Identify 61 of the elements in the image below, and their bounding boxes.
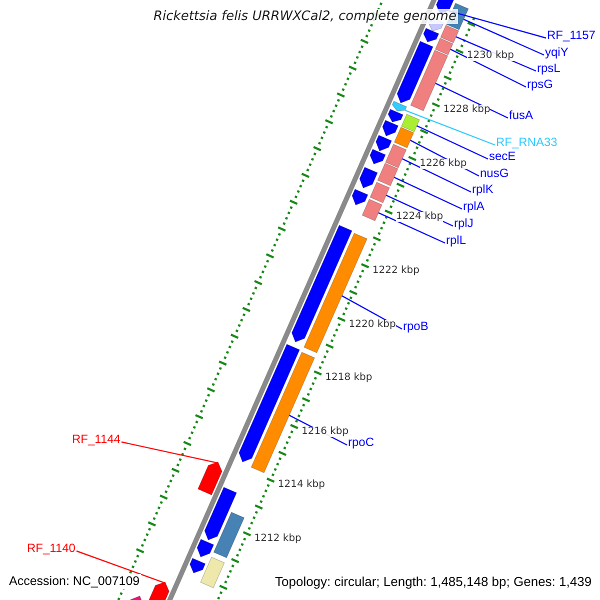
leader-line xyxy=(416,125,488,160)
gene-feature xyxy=(388,108,404,122)
gene-feature xyxy=(423,28,440,42)
gene-block xyxy=(401,114,420,132)
gene-feature xyxy=(204,486,237,540)
gene-label: RF_1140 xyxy=(27,542,76,554)
gene-label: rpsL xyxy=(537,62,560,74)
leader-line xyxy=(121,441,218,464)
gene-block xyxy=(434,38,454,56)
gene-label: RF_1144 xyxy=(72,433,120,445)
gene-feature xyxy=(238,344,300,462)
leader-line xyxy=(378,212,446,244)
position-label: 1214 kbp xyxy=(278,480,326,490)
gene-label: RF_RNA33 xyxy=(496,136,558,148)
gene-label: rpoC xyxy=(348,436,374,448)
gene-label: rpsG xyxy=(527,78,554,90)
gene-label: secE xyxy=(489,150,516,162)
gene-feature xyxy=(190,558,206,574)
gene-label: fusA xyxy=(509,109,534,121)
gene-feature xyxy=(392,100,407,112)
gene-label: rplL xyxy=(446,234,466,246)
position-label: 1216 kbp xyxy=(302,426,349,437)
leader-line xyxy=(450,48,526,88)
leader-line xyxy=(404,110,496,146)
position-label: 1224 kbp xyxy=(396,212,444,222)
accession-text: Accession: NC_007109 xyxy=(8,574,141,588)
leader-line xyxy=(463,18,544,56)
gene-feature xyxy=(396,40,434,104)
position-label: 1218 kbp xyxy=(325,373,372,384)
gene-label: RF_1157 xyxy=(547,29,596,41)
genome-summary-text: Topology: circular; Length: 1,485,148 bp; Genes: 1,439 xyxy=(274,574,593,589)
position-label: 1228 kbp xyxy=(443,105,490,116)
gene-feature xyxy=(198,462,222,496)
gene-block xyxy=(370,182,390,204)
gene-label: rpoB xyxy=(403,320,428,332)
gene-label: rplA xyxy=(463,200,484,212)
gene-feature xyxy=(352,188,368,206)
gene-block xyxy=(377,162,398,186)
map-title: Rickettsia felis URRWXCal2, complete genome xyxy=(152,9,458,24)
gene-block xyxy=(394,126,414,148)
gene-feature xyxy=(382,120,399,136)
position-label: 1222 kbp xyxy=(372,266,420,276)
gene-block xyxy=(362,198,382,222)
leader-line xyxy=(402,158,472,193)
position-label: 1212 kbp xyxy=(254,534,302,544)
gene-label: yqiY xyxy=(545,46,568,58)
gene-block xyxy=(200,556,225,588)
position-label: 1220 kbp xyxy=(348,320,396,330)
gene-feature xyxy=(359,166,378,188)
gene-label: rplJ xyxy=(454,217,474,229)
gene-label: rplK xyxy=(472,183,494,195)
gene-feature xyxy=(370,148,386,164)
gene-block xyxy=(385,144,407,168)
gene-block xyxy=(213,512,245,558)
position-label: 1230 kbp xyxy=(466,51,514,62)
gene-label: nusG xyxy=(480,167,509,179)
position-label: 1226 kbp xyxy=(420,158,467,169)
leader-line xyxy=(394,176,462,210)
leader-line xyxy=(435,82,508,119)
leader-line xyxy=(76,550,165,584)
gene-feature xyxy=(376,134,392,152)
